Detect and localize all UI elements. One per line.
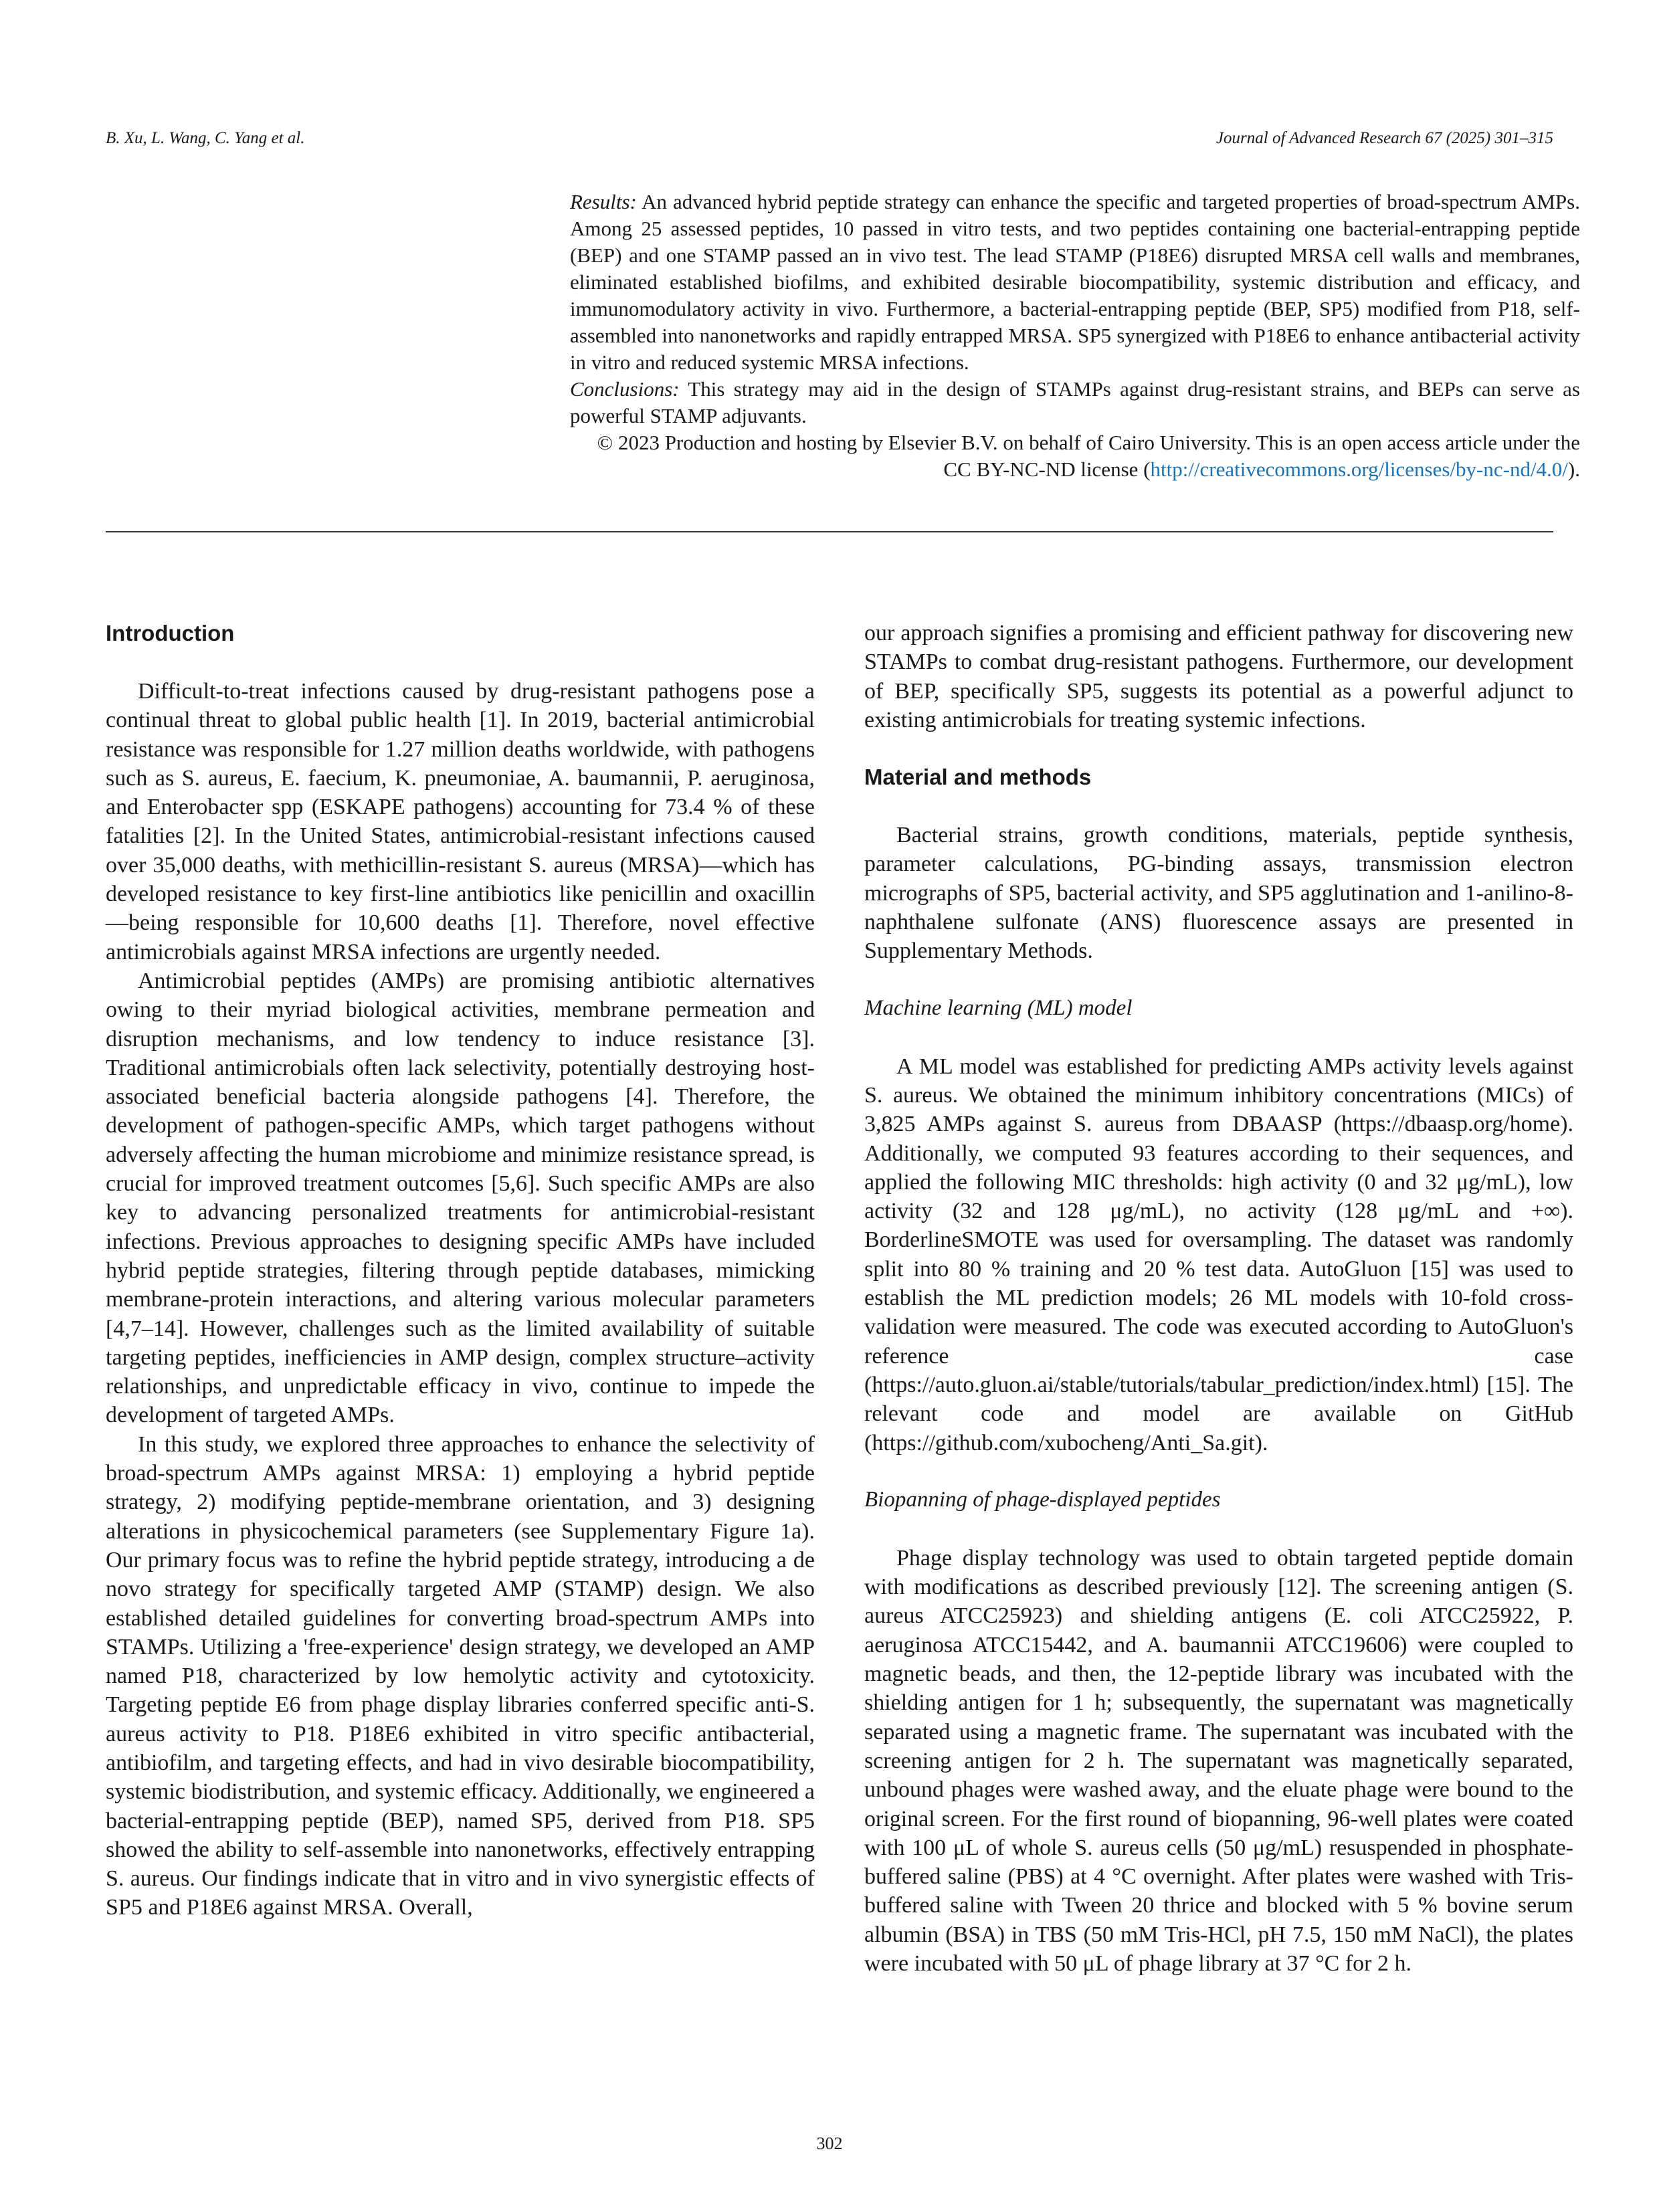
results-label: Results: — [570, 190, 637, 213]
license-link[interactable]: http://creativecommons.org/licenses/by-n… — [1150, 458, 1568, 481]
ml-model-paragraph: A ML model was established for predictin… — [864, 1053, 1573, 1455]
running-header-authors: B. Xu, L. Wang, C. Yang et al. — [106, 129, 305, 147]
license-statement: © 2023 Production and hosting by Elsevie… — [570, 429, 1580, 483]
methods-heading: Material and methods — [864, 765, 1092, 790]
conclusions-text: This strategy may aid in the design of S… — [570, 377, 1580, 427]
license-suffix: ). — [1567, 458, 1580, 481]
abstract-results: Results: An advanced hybrid peptide stra… — [570, 189, 1580, 376]
abstract-conclusions: Conclusions: This strategy may aid in th… — [570, 376, 1580, 429]
biopanning-heading: Biopanning of phage-displayed peptides — [864, 1487, 1221, 1512]
biopanning-paragraph: Phage display technology was used to obt… — [864, 1545, 1573, 1976]
intro-paragraph-1: Difficult-to-treat infections caused by … — [106, 679, 815, 965]
left-column: Introduction Difficult-to-treat infectio… — [106, 619, 815, 1922]
intro-paragraph-2: Antimicrobial peptides (AMPs) are promis… — [106, 968, 815, 1428]
section-divider — [106, 531, 1553, 532]
right-column: our approach signifies a promising and e… — [864, 619, 1573, 1978]
introduction-heading: Introduction — [106, 621, 235, 645]
ml-model-heading: Machine learning (ML) model — [864, 995, 1133, 1020]
page-number: 302 — [816, 2134, 843, 2153]
intro-paragraph-3: In this study, we explored three approac… — [106, 1431, 815, 1920]
results-text: An advanced hybrid peptide strategy can … — [570, 190, 1580, 374]
intro-paragraph-4: our approach signifies a promising and e… — [864, 621, 1573, 732]
running-header-journal: Journal of Advanced Research 67 (2025) 3… — [1215, 129, 1553, 147]
abstract-block: Results: An advanced hybrid peptide stra… — [570, 189, 1580, 483]
methods-paragraph-1: Bacterial strains, growth conditions, ma… — [864, 823, 1573, 964]
conclusions-label: Conclusions: — [570, 377, 680, 401]
license-prefix: © 2023 Production and hosting by Elsevie… — [597, 431, 1580, 481]
